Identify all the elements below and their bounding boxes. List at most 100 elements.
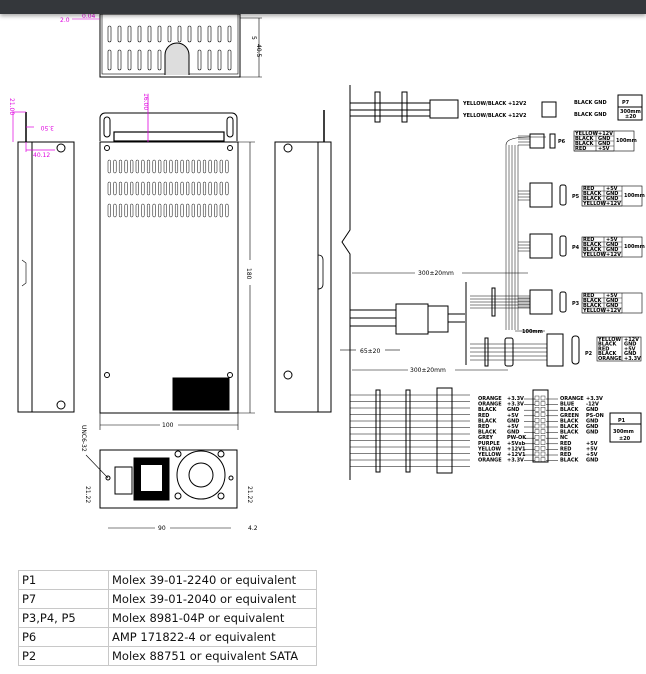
p1-left-color: BLACK xyxy=(478,430,498,436)
p1-left-color: RED xyxy=(478,424,489,430)
p1-right-color: BLACK xyxy=(560,458,580,464)
top-view: 5 40.5 2.0 0.04 xyxy=(60,13,262,78)
p1-right-voltage: GND xyxy=(586,458,598,464)
svg-text:100mm: 100mm xyxy=(522,329,543,335)
p6-wire-voltage: +12V xyxy=(598,131,613,137)
p1-right-color: RED xyxy=(560,446,571,452)
dim-300-b: 300±20mm xyxy=(410,367,446,374)
p4-wire-color: BLACK xyxy=(583,247,603,253)
p6-wire-voltage: GND xyxy=(598,141,610,147)
p5-wire-voltage: +12V xyxy=(606,201,621,207)
p1-right-voltage: PS-ON xyxy=(586,413,604,419)
dim-front-width: 100 xyxy=(162,422,174,429)
p5-wire-color: YELLOW xyxy=(582,201,606,207)
part-spec: AMP 171822-4 or equivalent xyxy=(108,627,317,647)
p6-wire-color: RED xyxy=(575,146,586,152)
p1-left-voltage: +5V xyxy=(507,424,519,430)
p5-wire-voltage: +5V xyxy=(606,186,618,192)
p4-wire-color: BLACK xyxy=(583,242,603,248)
svg-text:P7: P7 xyxy=(622,100,630,106)
svg-text:P2: P2 xyxy=(585,351,593,357)
connector-id: P3,P4, P5 xyxy=(18,608,109,628)
dim-top-small: 5 xyxy=(250,36,257,40)
svg-text:±20: ±20 xyxy=(625,114,637,120)
p2-wire-voltage: +12V xyxy=(624,337,639,343)
p4-wire-voltage: GND xyxy=(606,242,618,248)
p1-left-color: ORANGE xyxy=(478,396,502,402)
p1-atx-connector: ORANGE +3.3V ORANGE +3.3V BLACK GND RED +5V BLAC… xyxy=(350,387,642,474)
p2-wire-color: ORANGE xyxy=(598,356,622,362)
p1-right-color: BLACK xyxy=(560,430,580,436)
part-spec: Molex 39-01-2040 or equivalent xyxy=(108,589,317,609)
p1-right-voltage: -12V xyxy=(586,402,599,408)
p3-wire-voltage: +5V xyxy=(606,293,618,299)
p1-right-color: BLACK xyxy=(560,407,580,413)
p1-left-color: BLACK xyxy=(478,407,498,413)
p2-wire-voltage: GND xyxy=(624,351,636,357)
p1-right-voltage: GND xyxy=(586,418,598,424)
p1-left-color: ORANGE xyxy=(478,458,502,464)
back-view: UNC6-32 21.22 21.22 90 4.2 xyxy=(80,425,258,532)
p2-wire-color: BLACK xyxy=(598,351,618,357)
p1-right-color: GREEN xyxy=(560,413,579,419)
dim-top-offset-tol: 0.04 xyxy=(82,13,96,20)
p1-right-voltage: GND xyxy=(586,407,598,413)
p6-wire-voltage: GND xyxy=(598,136,610,142)
p6-wire-voltage: +5V xyxy=(598,146,610,152)
p1-left-voltage: +3.3V xyxy=(507,458,524,464)
p1-right-color: BLACK xyxy=(560,424,580,430)
svg-text:300mm: 300mm xyxy=(620,109,641,115)
p1-left-voltage: +5Vsb xyxy=(507,441,526,447)
p1-left-color: PURPLE xyxy=(478,441,500,447)
front-view: 16.00 180 100 xyxy=(99,93,255,430)
dim-300-a: 300±20mm xyxy=(418,270,454,277)
dim-65: 65±20 xyxy=(360,348,380,355)
p2-wire-color: YELLOW xyxy=(597,337,621,343)
p4-wire-voltage: GND xyxy=(606,247,618,253)
p6-length: 100mm xyxy=(616,138,637,144)
p1-right-voltage: GND xyxy=(586,430,598,436)
p7-connector: YELLOW/BLACK +12V2 YELLOW/BLACK +12V2 BL… xyxy=(350,91,643,123)
p1-left-color: YELLOW xyxy=(477,452,501,458)
p5-wire-voltage: GND xyxy=(606,191,618,197)
left-side-view: 21.00 3.50 40.12 xyxy=(8,98,75,413)
dim-side-w2: 40.12 xyxy=(33,152,50,159)
p1-right-color: ORANGE xyxy=(560,396,584,402)
p3-wire-color: YELLOW xyxy=(582,308,606,314)
svg-text:YELLOW/BLACK +12V2: YELLOW/BLACK +12V2 xyxy=(462,113,527,119)
p3-label: P3 xyxy=(572,301,580,307)
p1-right-voltage: +5V xyxy=(586,452,598,458)
dim-top-offset: 2.0 xyxy=(60,17,70,24)
p1-left-color: ORANGE xyxy=(478,402,502,408)
connector-id: P1 xyxy=(18,570,109,590)
dim-top-height: 40.5 xyxy=(255,44,262,58)
p5-label: P5 xyxy=(572,194,580,200)
p5-wire-color: RED xyxy=(583,186,594,192)
p1-left-voltage: GND xyxy=(507,407,519,413)
p1-right-color: BLUE xyxy=(560,402,575,408)
p1-left-color: GREY xyxy=(478,435,493,441)
p1-left-color: RED xyxy=(478,413,489,419)
connector-id: P6 xyxy=(18,627,109,647)
p1-left-voltage: +3.3V xyxy=(507,402,524,408)
p3-wire-color: BLACK xyxy=(583,298,603,304)
dim-front-height: 180 xyxy=(245,268,252,280)
dim-front-bracket: 16.00 xyxy=(142,93,149,110)
p1-right-voltage: +5V xyxy=(586,446,598,452)
dim-back-right: 21.22 xyxy=(246,486,253,503)
connector-id: P2 xyxy=(18,646,109,666)
p4-length: 100mm xyxy=(624,244,645,250)
dim-back-width: 90 xyxy=(158,525,166,532)
p4-wire-voltage: +12V xyxy=(606,252,621,258)
p1-left-color: BLACK xyxy=(478,418,498,424)
p2-wire-voltage: +3.3V xyxy=(624,356,641,362)
